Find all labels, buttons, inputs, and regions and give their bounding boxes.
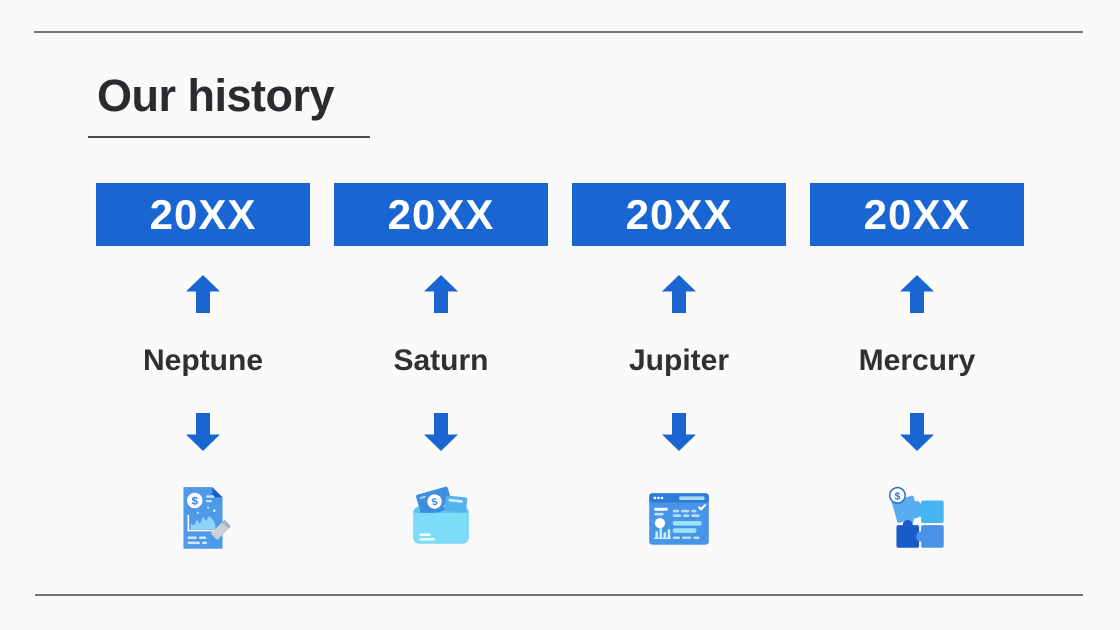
arrow-up-icon	[900, 275, 934, 313]
year-box: 20XX	[810, 183, 1024, 246]
timeline-column-mercury: 20XX Mercury	[810, 183, 1024, 556]
year-box: 20XX	[572, 183, 786, 246]
arrow-down-icon	[900, 413, 934, 451]
year-label: 20XX	[625, 190, 733, 238]
arrow-down-icon	[186, 413, 220, 451]
timeline-column-neptune: 20XX Neptune $	[96, 183, 310, 556]
page-title: Our history	[97, 70, 335, 121]
timeline-column-jupiter: 20XX Jupiter	[572, 183, 786, 556]
svg-text:$: $	[192, 496, 199, 508]
year-box: 20XX	[334, 183, 548, 246]
year-label: 20XX	[387, 190, 495, 238]
planet-label: Neptune	[143, 344, 263, 377]
bottom-divider-line	[35, 594, 1083, 596]
timeline: 20XX Neptune $	[96, 183, 1024, 556]
arrow-up-icon	[186, 275, 220, 313]
svg-text:$: $	[895, 491, 901, 502]
title-underline	[88, 136, 370, 138]
wallet-money-icon: $	[403, 482, 479, 556]
planet-label: Saturn	[393, 344, 489, 377]
arrow-up-icon	[424, 275, 458, 313]
top-divider-line	[34, 31, 1083, 33]
year-box: 20XX	[96, 183, 310, 246]
planet-label: Jupiter	[628, 344, 730, 377]
dashboard-window-icon	[641, 482, 717, 556]
puzzle-pieces-icon: $	[879, 482, 955, 556]
arrow-down-icon	[424, 413, 458, 451]
year-label: 20XX	[863, 190, 971, 238]
invoice-chart-icon: $	[165, 482, 241, 556]
arrow-down-icon	[662, 413, 696, 451]
arrow-up-icon	[662, 275, 696, 313]
planet-label: Mercury	[858, 344, 976, 377]
timeline-column-saturn: 20XX Saturn $	[334, 183, 548, 556]
year-label: 20XX	[149, 190, 257, 238]
svg-text:$: $	[431, 496, 440, 508]
